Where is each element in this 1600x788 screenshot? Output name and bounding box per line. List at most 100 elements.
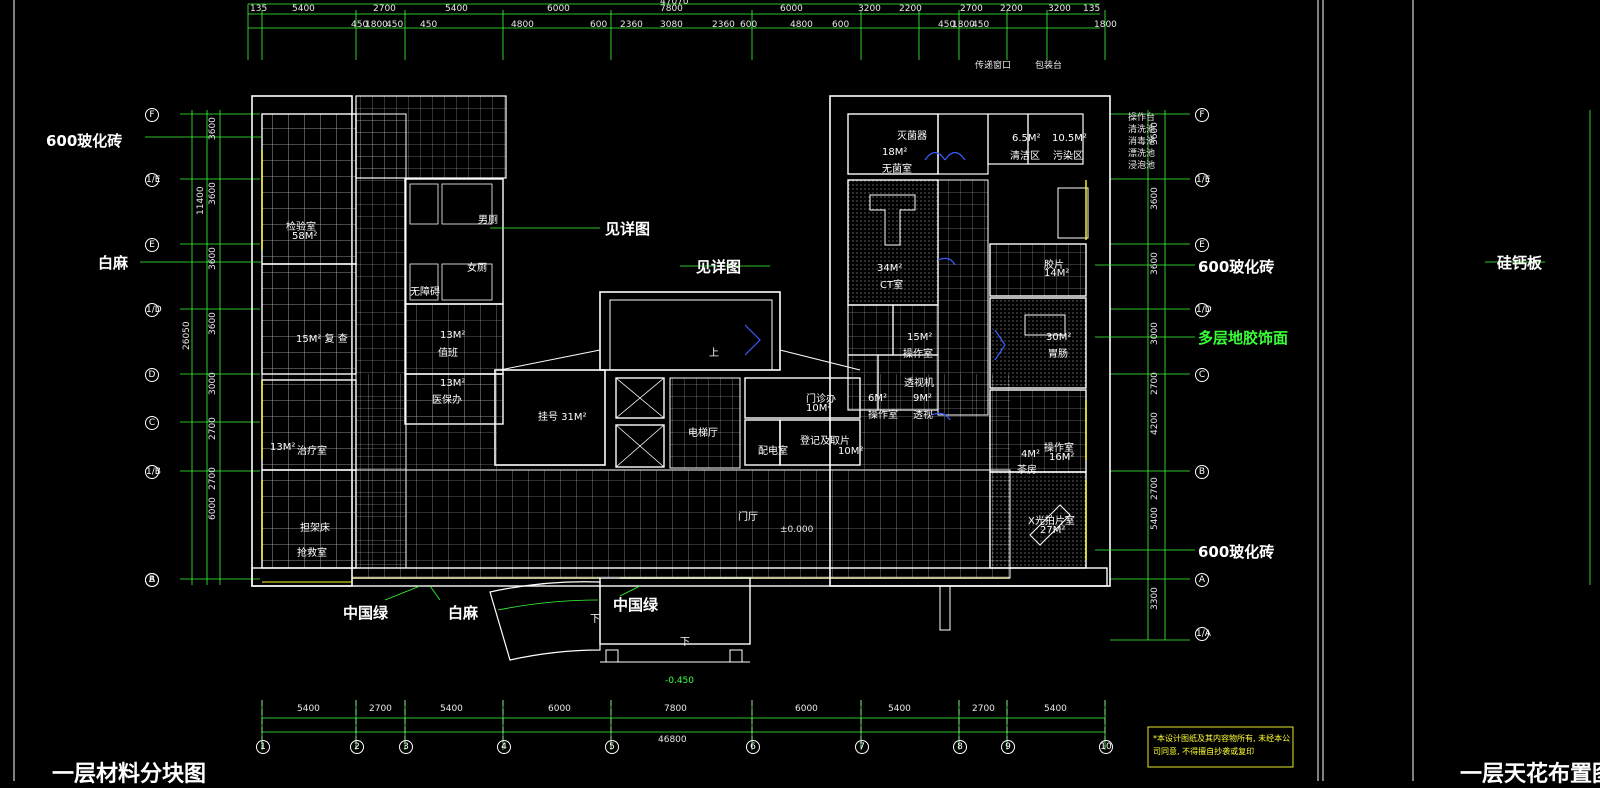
axis-bottom-3: 4	[497, 740, 511, 754]
annotation-down-entry: 下	[680, 637, 690, 648]
annotation-level-zero: ±0.000	[780, 525, 814, 535]
room-area-operate2: 6M²	[868, 393, 887, 404]
dim-right-2: 3600	[1150, 252, 1160, 275]
dim-bottom-0: 5400	[297, 704, 320, 714]
axis-left-3: 1/D	[145, 303, 162, 317]
room-label-sterile: 无菌室	[882, 164, 912, 175]
axis-right-2: E	[1195, 238, 1209, 252]
annotation-pack-table: 包装台	[1035, 61, 1063, 71]
room-area-treatment: 13M²	[270, 442, 296, 453]
room-label-electric: 配电室	[758, 446, 788, 457]
room-label-treatment: 治疗室	[297, 446, 327, 457]
dim-bottom-4: 7800	[664, 704, 687, 714]
room-label-duty: 值班	[438, 348, 458, 359]
dim-top1-10: 2200	[1000, 4, 1023, 14]
axis-bottom-7: 8	[953, 740, 967, 754]
axis-left-0: F	[145, 108, 159, 122]
axis-left-5: C	[145, 416, 159, 430]
dimension-bottom-total: 46800	[658, 735, 687, 745]
dim-bottom-5: 6000	[795, 704, 818, 714]
material-label-calcium-silicate: 硅钙板	[1497, 254, 1543, 272]
room-label-rescue: 抢救室	[297, 548, 327, 559]
room-label-clean: 清洁区	[1010, 151, 1040, 162]
room-label-medical: 医保办	[432, 395, 462, 406]
dim-left-0: 3600	[208, 117, 218, 140]
axis-bottom-2: 3	[399, 740, 413, 754]
material-label-pvc-floor: 多层地胶饰面	[1198, 329, 1289, 347]
room-label-xray: X光拍片室	[1028, 516, 1075, 527]
drawing-title-right: 一层天花布置图	[1460, 762, 1600, 787]
axis-right-7: 1/A	[1195, 627, 1211, 641]
room-area-gymnasium: 58M²	[292, 231, 318, 242]
axis-bottom-6: 7	[855, 740, 869, 754]
dim-top1-6: 6000	[780, 4, 803, 14]
dim-top2-11: 600	[832, 20, 850, 30]
design-note: *本设计图纸及其内容物所有, 未经本公司同意, 不得擅自抄袭或复印	[1153, 734, 1291, 756]
room-label-elevator-hall: 电梯厅	[688, 428, 718, 439]
dim-top2-0: 450	[351, 20, 369, 30]
dim-top2-9: 600	[740, 20, 758, 30]
dim-top1-5: 7800	[660, 4, 683, 14]
axis-bottom-4: 5	[605, 740, 619, 754]
material-label-tile-600-bottom: 600玻化砖	[1198, 543, 1275, 561]
room-area-film: 14M²	[1044, 268, 1070, 279]
material-label-white-linen-bottom: 白麻	[448, 604, 479, 622]
room-label-clinic-office: 门诊办	[806, 394, 836, 405]
material-label-tile-600-top: 600玻化砖	[46, 132, 123, 150]
room-label-mri: 胃肠	[1048, 349, 1068, 360]
dim-top2-7: 3080	[660, 20, 683, 30]
dim-top1-7: 3200	[858, 4, 881, 14]
room-label-gymnasium: 检验室	[286, 222, 316, 233]
dim-right-7: 5400	[1150, 507, 1160, 530]
dim-top1-11: 3200	[1048, 4, 1071, 14]
annotation-right-list-4: 浸泡池	[1128, 161, 1156, 171]
dim-left-outer-1: 26050	[182, 321, 192, 350]
annotation-level-out: -0.450	[665, 676, 695, 686]
axis-left-1: 1/E	[145, 173, 161, 187]
axis-right-5: B	[1195, 465, 1209, 479]
dim-top1-0: 135	[250, 4, 268, 14]
dim-left-2: 3600	[208, 247, 218, 270]
room-area-dirty: 10.5M²	[1052, 133, 1087, 144]
room-area-tv: 9M²	[913, 393, 932, 404]
dim-top2-14: 450	[972, 20, 990, 30]
dim-right-6: 2700	[1150, 477, 1160, 500]
dim-bottom-8: 5400	[1044, 704, 1067, 714]
dim-top2-4: 4800	[511, 20, 534, 30]
dim-right-0: 3600	[1150, 122, 1160, 145]
dim-top2-5: 600	[590, 20, 608, 30]
room-label-stretcher: 担架床	[300, 523, 330, 534]
axis-right-3: 1/D	[1195, 303, 1212, 317]
annotation-right-list-1: 清洗池	[1128, 125, 1156, 135]
dim-top1-1: 5400	[292, 4, 315, 14]
room-area-medical: 13M²	[440, 378, 466, 389]
room-area-xray: 27M²	[1040, 525, 1066, 536]
room-area-register-take: 10M²	[838, 446, 864, 457]
dim-bottom-2: 5400	[440, 704, 463, 714]
room-area-ct: 34M²	[877, 263, 903, 274]
room-label-register-take: 登记及取片	[800, 436, 850, 447]
dim-left-1: 3600	[208, 182, 218, 205]
dim-bottom-7: 2700	[972, 704, 995, 714]
dim-right-3: 3000	[1150, 322, 1160, 345]
dim-top2-8: 2360	[712, 20, 735, 30]
axis-left-2: E	[145, 238, 159, 252]
room-area-operate1: 15M²	[907, 332, 933, 343]
room-label-barrier-free: 无障碍	[410, 287, 440, 298]
axis-right-6: A	[1195, 573, 1209, 587]
dim-top2-15: 1800	[1094, 20, 1117, 30]
room-label-female-wc: 女厕	[467, 263, 487, 274]
axis-bottom-5: 6	[746, 740, 760, 754]
room-label-fuke: 15M² 复 查	[296, 334, 348, 345]
dim-top1-3: 5400	[445, 4, 468, 14]
material-label-china-green-entry: 中国绿	[613, 596, 659, 614]
room-label-tv: 透视	[913, 410, 933, 421]
annotation-down-ramp: 下	[590, 614, 600, 625]
dim-bottom-1: 2700	[369, 704, 392, 714]
axis-right-4: C	[1195, 368, 1209, 382]
room-label-disinfect: 灭菌器	[897, 131, 927, 142]
axis-left-4: D	[145, 368, 159, 382]
drawing-title-left: 一层材料分块图	[52, 762, 207, 787]
room-label-operate1: 操作室	[903, 349, 933, 360]
material-label-see-detail-2: 见详图	[696, 258, 742, 276]
